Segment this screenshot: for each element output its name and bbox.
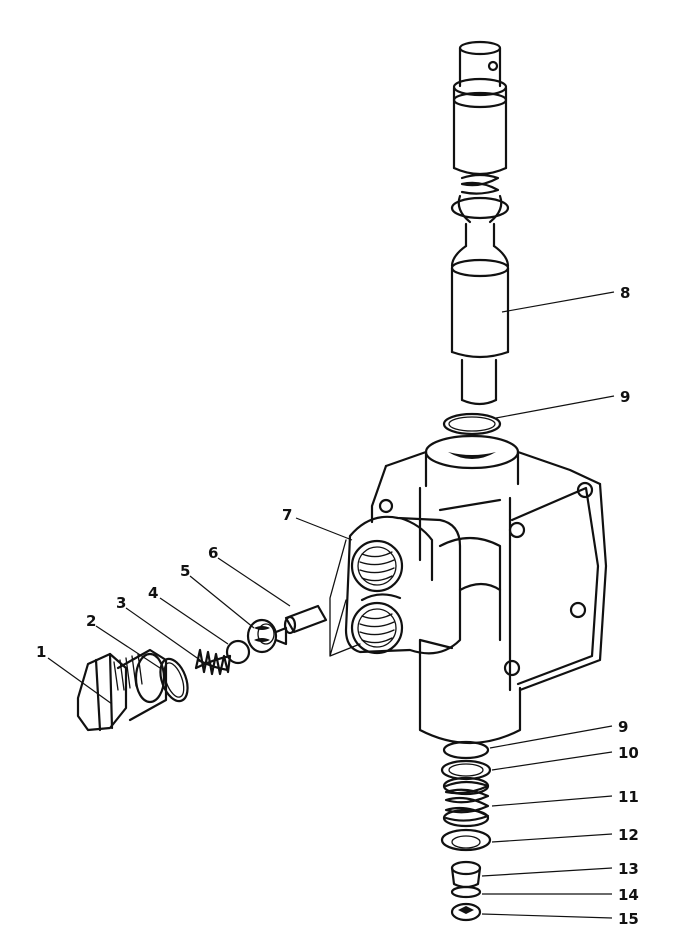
part-ball [225,639,251,665]
part-washer [440,759,492,781]
part-valve-body [329,434,608,744]
callout-10: 10 [618,744,639,762]
part-spool [450,40,510,406]
part-pin [283,604,328,635]
callout-3: 3 [116,594,126,612]
callout-8: 8 [620,284,630,302]
callout-5: 5 [180,562,190,580]
part-retainer [440,828,492,852]
callout-9-upper: 9 [620,388,630,406]
callout-6: 6 [208,544,218,562]
callout-labels: 1 2 3 4 5 6 7 8 9 9 10 11 12 13 14 15 [36,284,639,928]
part-spring-lower [442,776,490,828]
leader-lines [47,291,615,919]
part-o-ring-lower [442,740,490,760]
callout-2: 2 [86,612,96,630]
callout-7: 7 [282,506,292,524]
callout-1: 1 [36,643,46,661]
callout-4: 4 [148,584,158,602]
part-o-ring-upper [442,412,502,436]
part-poppet [246,618,288,654]
callout-15: 15 [618,910,639,928]
part-spring [194,648,232,676]
callout-13: 13 [618,860,639,878]
part-snap-ring [450,885,482,899]
part-plug [76,648,168,732]
callout-11: 11 [618,788,639,806]
callout-9-lower: 9 [618,718,628,736]
callout-12: 12 [618,826,639,844]
part-cap-lower [450,860,482,889]
callout-14: 14 [618,886,639,904]
part-screw-lower [450,902,482,922]
